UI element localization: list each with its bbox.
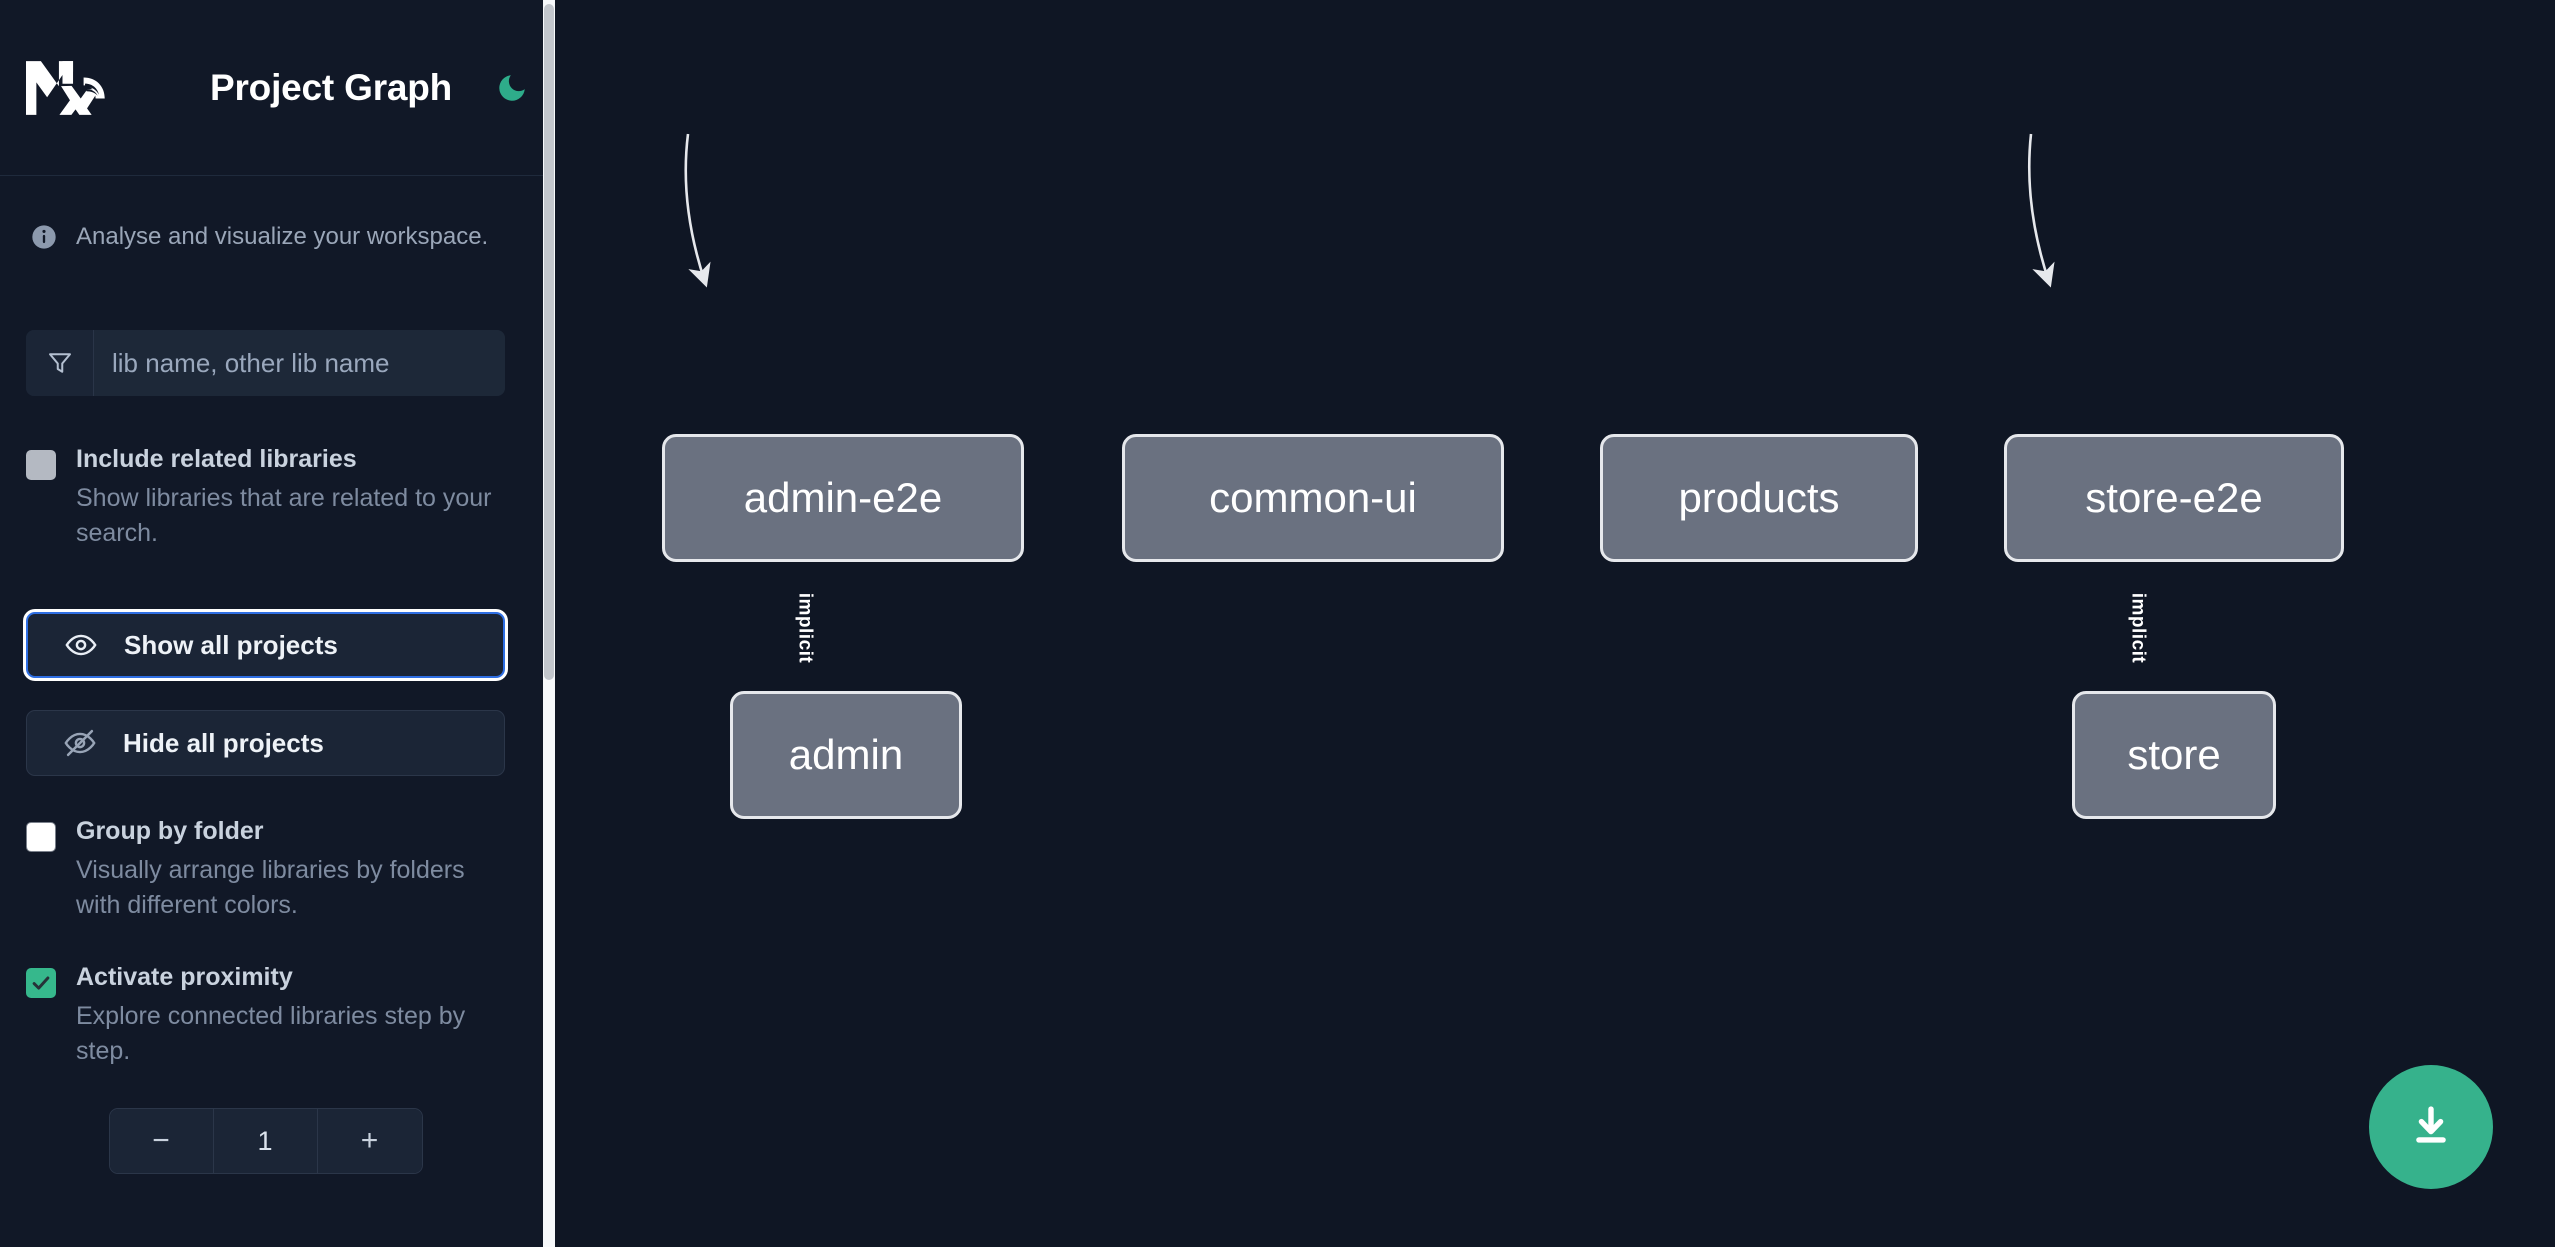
graph-node-label: store-e2e: [2085, 474, 2263, 521]
graph-node-admin-e2e[interactable]: admin-e2e: [662, 434, 1024, 562]
graph-node-products[interactable]: products: [1600, 434, 1918, 562]
option-description: Explore connected libraries step by step…: [76, 1002, 466, 1065]
proximity-stepper: − 1 +: [26, 1108, 505, 1174]
option-group-by-folder[interactable]: Group by folder Visually arrange librari…: [0, 816, 543, 922]
graph-node-store-e2e[interactable]: store-e2e: [2004, 434, 2344, 562]
show-all-projects-label: Show all projects: [124, 629, 338, 660]
graph-node-label: store: [2127, 731, 2221, 778]
show-all-projects-button[interactable]: Show all projects: [26, 612, 505, 678]
option-texts: Group by folder Visually arrange librari…: [76, 816, 505, 922]
option-description: Show libraries that are related to your …: [76, 484, 492, 547]
graph-edges-layer: [684, 133, 2055, 288]
option-title: Include related libraries: [76, 445, 357, 473]
check-icon: [32, 976, 50, 990]
sidebar-scrollbar-thumb[interactable]: [544, 4, 554, 680]
workspace-info-text: Analyse and visualize your workspace.: [76, 223, 489, 250]
include-related-libraries-checkbox[interactable]: [26, 450, 56, 480]
sidebar-header: Project Graph: [0, 0, 543, 176]
filter-funnel-icon: [26, 330, 94, 396]
group-by-folder-checkbox[interactable]: [26, 822, 56, 852]
graph-node-common-ui[interactable]: common-ui: [1122, 434, 1504, 562]
search-input[interactable]: [94, 330, 505, 396]
graph-canvas[interactable]: admin-e2e common-ui products store-e2e admin…: [555, 0, 2555, 1247]
graph-nodes-layer: admin-e2e common-ui products store-e2e admin…: [555, 0, 2555, 1247]
page-title: Project Graph: [210, 66, 453, 108]
hide-all-projects-label: Hide all projects: [123, 727, 324, 758]
proximity-stepper-group: − 1 +: [108, 1108, 423, 1174]
download-graph-button[interactable]: [2369, 1065, 2493, 1189]
graph-node-store[interactable]: store: [2072, 691, 2276, 819]
nx-logo: [26, 60, 105, 115]
moon-icon[interactable]: [490, 66, 534, 110]
proximity-increment-button[interactable]: +: [317, 1109, 422, 1173]
option-activate-proximity[interactable]: Activate proximity Explore connected lib…: [0, 962, 543, 1068]
option-texts: Activate proximity Explore connected lib…: [76, 962, 505, 1068]
sidebar-content: Project Graph Analyse and visualize your…: [0, 0, 543, 1247]
option-title: Activate proximity: [76, 963, 293, 991]
option-texts: Include related libraries Show libraries…: [76, 444, 505, 550]
eye-off-icon: [64, 729, 96, 757]
option-title: Group by folder: [76, 817, 264, 845]
download-icon: [2416, 1106, 2446, 1143]
option-include-related-libraries[interactable]: Include related libraries Show libraries…: [0, 444, 543, 550]
info-icon: [32, 225, 56, 249]
hide-all-projects-button[interactable]: Hide all projects: [26, 710, 505, 776]
option-description: Visually arrange libraries by folders wi…: [76, 856, 465, 919]
graph-node-label: common-ui: [1209, 474, 1417, 521]
graph-node-label: products: [1678, 474, 1840, 521]
graph-edge-label-admin-e2e-admin: implicit: [794, 592, 816, 663]
eye-icon: [65, 634, 97, 656]
graph-node-label: admin-e2e: [743, 474, 943, 521]
sidebar: Project Graph Analyse and visualize your…: [0, 0, 555, 1247]
proximity-decrement-button[interactable]: −: [109, 1109, 214, 1173]
graph-node-label: admin: [788, 731, 904, 778]
workspace-info: Analyse and visualize your workspace.: [0, 176, 543, 262]
graph-edge-label-store-e2e-store: implicit: [2127, 592, 2149, 663]
graph-node-admin[interactable]: admin: [730, 691, 962, 819]
proximity-value: 1: [213, 1109, 318, 1173]
activate-proximity-checkbox[interactable]: [26, 968, 56, 998]
filter-bar: [26, 330, 505, 396]
